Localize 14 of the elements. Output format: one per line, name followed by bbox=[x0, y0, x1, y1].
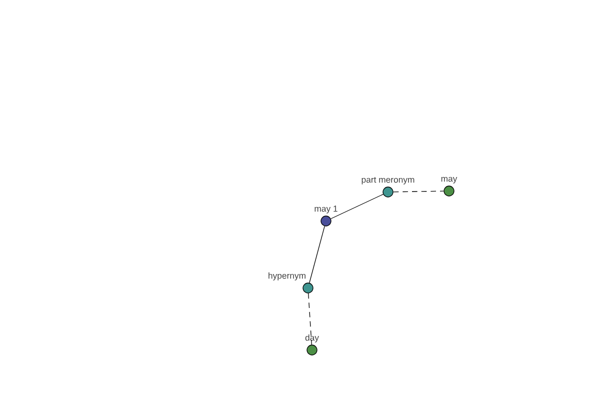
connector-line bbox=[309, 226, 325, 284]
connector-line bbox=[308, 293, 312, 346]
node-label: hypernym bbox=[268, 272, 306, 280]
graph-node: part meronym bbox=[362, 177, 414, 198]
graph-node: may 1 bbox=[314, 206, 338, 226]
node-label: part meronym bbox=[362, 177, 414, 184]
node-label: may 1 bbox=[314, 206, 338, 214]
connector-line bbox=[393, 190, 444, 192]
graph-node: may bbox=[441, 176, 458, 196]
node-label: may bbox=[441, 176, 458, 184]
connector-line bbox=[330, 194, 384, 220]
graph-node: day bbox=[305, 334, 319, 356]
graph-node: hypernym bbox=[268, 272, 314, 294]
node-label: day bbox=[305, 334, 319, 342]
